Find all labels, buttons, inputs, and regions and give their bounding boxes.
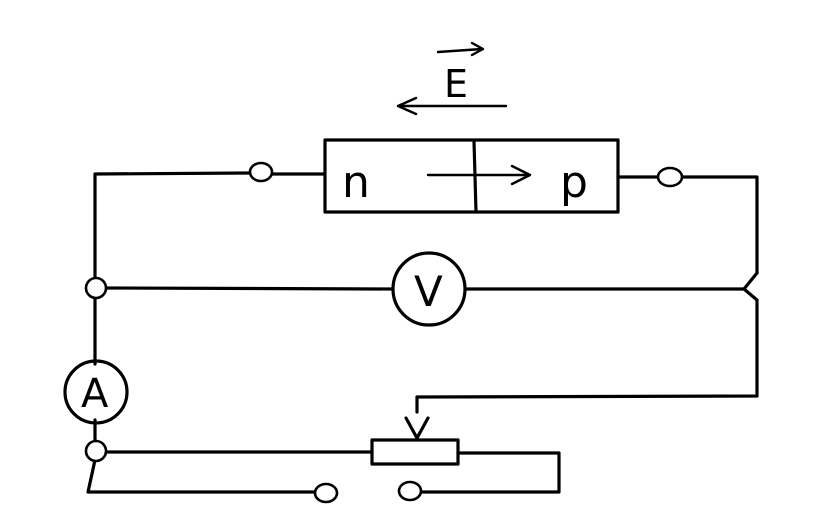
n-region-label: n: [342, 157, 370, 208]
terminal-top-left: [248, 161, 274, 183]
internal-field-arrowhead: [510, 164, 532, 186]
node-left-lower: [84, 439, 108, 463]
field-letter: E: [444, 62, 468, 106]
vector-bar: [436, 47, 484, 54]
wires: [86, 171, 759, 494]
ammeter-label: A: [81, 371, 109, 417]
switch-terminal-left: [313, 482, 339, 504]
terminal-top-right: [656, 166, 684, 188]
field-label: E: [436, 41, 485, 106]
rheostat: [370, 416, 460, 466]
field-direction-arrow: [396, 96, 508, 116]
vector-bar-head: [470, 41, 485, 57]
voltmeter-circle: [391, 251, 467, 327]
node-left-upper: [84, 276, 108, 300]
terminals: [84, 161, 684, 504]
pn-junction: n p: [323, 138, 620, 214]
p-region-label: p: [560, 157, 588, 208]
switch-terminal-right: [397, 480, 423, 502]
ammeter: A: [63, 359, 129, 425]
ammeter-circle: [63, 359, 129, 425]
rheostat-body: [370, 438, 460, 466]
voltmeter-label: V: [414, 267, 443, 316]
rheostat-slider-arrow: [404, 416, 430, 440]
voltmeter: V: [391, 251, 467, 327]
junction-boundary: [472, 139, 478, 214]
